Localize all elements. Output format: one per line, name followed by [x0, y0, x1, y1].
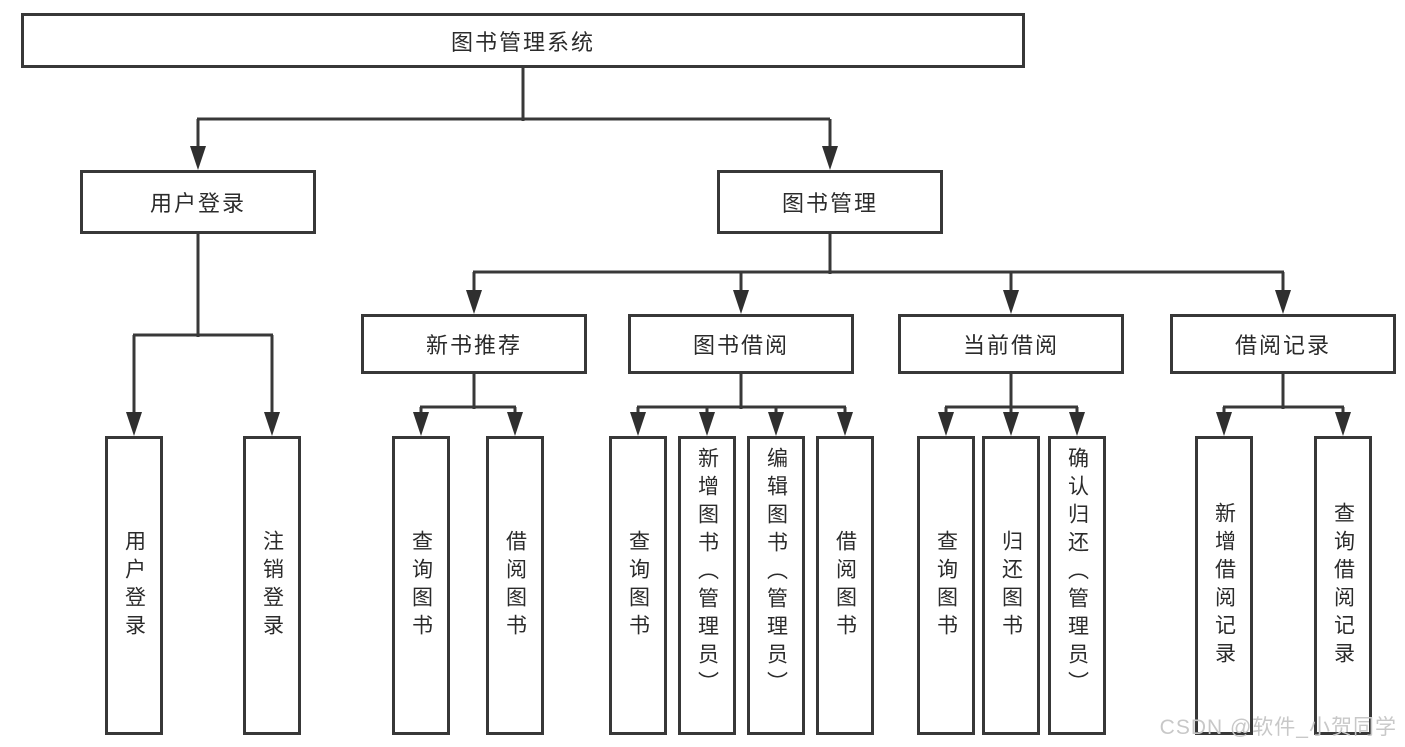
leaf-add-books-admin: 新增图书（管理员） — [678, 436, 736, 735]
node-book-borrow: 图书借阅 — [628, 314, 854, 374]
leaf-user-login-label: 用户登录 — [122, 529, 146, 642]
leaf-borrow-books-2: 借阅图书 — [816, 436, 874, 735]
node-book-management-label: 图书管理 — [781, 191, 878, 216]
leaf-borrow-books-1: 借阅图书 — [486, 436, 544, 735]
node-user-login-label: 用户登录 — [149, 191, 246, 216]
node-root: 图书管理系统 — [21, 13, 1025, 68]
leaf-query-books-1-label: 查询图书 — [409, 529, 433, 642]
leaf-add-books-admin-label: 新增图书（管理员） — [695, 447, 719, 699]
leaf-query-borrow-record-label: 查询借阅记录 — [1331, 501, 1355, 670]
node-current-borrow: 当前借阅 — [898, 314, 1124, 374]
leaf-query-borrow-record: 查询借阅记录 — [1314, 436, 1372, 735]
leaf-logout: 注销登录 — [243, 436, 301, 735]
node-current-borrow-label: 当前借阅 — [962, 333, 1059, 358]
leaf-query-books-1: 查询图书 — [392, 436, 450, 735]
leaf-user-login: 用户登录 — [105, 436, 163, 735]
leaf-add-borrow-record: 新增借阅记录 — [1195, 436, 1253, 735]
leaf-borrow-books-2-label: 借阅图书 — [833, 529, 857, 642]
leaf-return-books-label: 归还图书 — [999, 529, 1023, 642]
node-borrow-records-label: 借阅记录 — [1234, 333, 1331, 358]
leaf-confirm-return-admin: 确认归还（管理员） — [1048, 436, 1106, 735]
leaf-query-books-3-label: 查询图书 — [934, 529, 958, 642]
leaf-borrow-books-1-label: 借阅图书 — [503, 529, 527, 642]
csdn-watermark: CSDN @软件_小贺同学 — [1159, 716, 1397, 739]
leaf-add-borrow-record-label: 新增借阅记录 — [1212, 501, 1236, 670]
node-borrow-records: 借阅记录 — [1170, 314, 1396, 374]
leaf-query-books-2: 查询图书 — [609, 436, 667, 735]
leaf-edit-books-admin-label: 编辑图书（管理员） — [764, 447, 788, 699]
leaf-return-books: 归还图书 — [982, 436, 1040, 735]
node-book-management: 图书管理 — [717, 170, 943, 234]
leaf-confirm-return-admin-label: 确认归还（管理员） — [1065, 447, 1089, 699]
node-new-book-recommend-label: 新书推荐 — [425, 333, 522, 358]
leaf-logout-label: 注销登录 — [260, 529, 284, 642]
leaf-query-books-2-label: 查询图书 — [626, 529, 650, 642]
node-book-borrow-label: 图书借阅 — [692, 333, 789, 358]
node-root-label: 图书管理系统 — [450, 29, 595, 55]
leaf-edit-books-admin: 编辑图书（管理员） — [747, 436, 805, 735]
node-user-login: 用户登录 — [80, 170, 316, 234]
node-new-book-recommend: 新书推荐 — [361, 314, 587, 374]
leaf-query-books-3: 查询图书 — [917, 436, 975, 735]
